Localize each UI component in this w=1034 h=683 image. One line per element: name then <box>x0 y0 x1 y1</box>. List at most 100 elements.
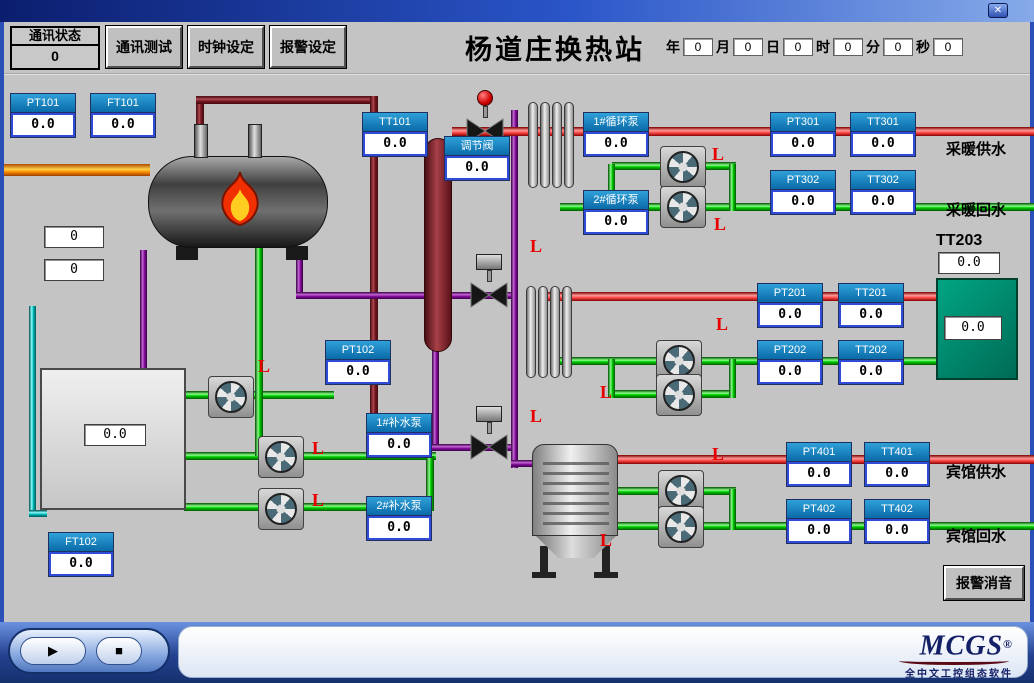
indicator-pt202: PT202 0.0 <box>757 340 823 385</box>
fan-icon <box>667 191 699 223</box>
fan-icon <box>265 493 297 525</box>
toolbar-separator <box>4 73 1030 75</box>
pipe-to-manifold <box>296 292 426 299</box>
mcgs-logo: MCGS® 全中文工控组态软件 <box>899 629 1013 680</box>
pump-makeup-2 <box>258 488 304 530</box>
heat-exchanger-2 <box>526 286 572 378</box>
registered-mark: ® <box>1003 637 1013 651</box>
indicator-makeup-pump-1: 1#补水泵 0.0 <box>366 413 432 458</box>
heating-supply-label: 采暖供水 <box>946 141 1007 158</box>
minute-label: 分 <box>866 39 880 55</box>
comm-test-button[interactable]: 通讯测试 <box>105 25 183 69</box>
second-label: 秒 <box>916 39 930 55</box>
pipe-fuel-feed <box>4 164 150 176</box>
flame-icon <box>221 171 259 227</box>
indicator-label: PT202 <box>758 341 822 360</box>
indicator-label: TT301 <box>851 113 915 132</box>
alarm-marker: L <box>258 356 271 376</box>
valve-icon <box>470 282 508 308</box>
indicator-value: 0.0 <box>367 433 431 457</box>
indicator-tt302: TT302 0.0 <box>850 170 916 215</box>
indicator-label: 2#循环泵 <box>584 191 648 210</box>
pipe-branch-conn <box>608 164 615 211</box>
close-button[interactable]: ✕ <box>988 3 1008 18</box>
pump-circulation-1 <box>660 146 706 188</box>
pipe-riser-to-vessel <box>511 460 541 467</box>
window-frame-right <box>1030 22 1034 622</box>
pipe-softwater-to-tank <box>29 510 47 517</box>
hour-value: 0 <box>833 38 863 56</box>
pipe-manifold-down <box>432 350 439 450</box>
indicator-label: FT101 <box>91 94 155 113</box>
indicator-tt201: TT201 0.0 <box>838 283 904 328</box>
clock-setting-button[interactable]: 时钟设定 <box>187 25 265 69</box>
alarm-mute-button[interactable]: 报警消音 <box>943 565 1025 601</box>
fan-icon <box>665 511 697 543</box>
indicator-tt401: TT401 0.0 <box>864 442 930 487</box>
indicator-label: TT201 <box>839 284 903 303</box>
vessel-leg <box>540 546 548 576</box>
day-label: 日 <box>766 39 780 55</box>
indicator-value: 0.0 <box>758 360 822 384</box>
brand-swoosh <box>899 657 1009 665</box>
valve-actuator-icon <box>477 90 493 106</box>
indicator-tt402: TT402 0.0 <box>864 499 930 544</box>
indicator-value: 0.0 <box>851 132 915 156</box>
fan-icon <box>667 151 699 183</box>
play-button[interactable]: ▶ <box>20 637 86 665</box>
alarm-marker: L <box>312 438 325 458</box>
pump-hotel-2 <box>658 506 704 548</box>
pump-circulation-2 <box>660 186 706 228</box>
minute-value: 0 <box>883 38 913 56</box>
indicator-value: 0.0 <box>445 156 509 180</box>
indicator-value: 0.0 <box>839 360 903 384</box>
coil-icon <box>543 455 609 529</box>
right-tank-value: 0.0 <box>944 316 1002 340</box>
pipe-primary-riser <box>370 96 378 456</box>
vessel-leg <box>602 546 610 576</box>
valve-stem <box>486 422 492 434</box>
alarm-marker: L <box>530 236 543 256</box>
pipe-tank-out-3 <box>184 503 434 511</box>
pipe-primary-top <box>196 96 378 104</box>
indicator-label: PT101 <box>11 94 75 113</box>
indicator-value: 0.0 <box>771 190 835 214</box>
indicator-circ-pump-2: 2#循环泵 0.0 <box>583 190 649 235</box>
alarm-setting-button[interactable]: 报警设定 <box>269 25 347 69</box>
indicator-ft102: FT102 0.0 <box>48 532 114 577</box>
stop-button[interactable]: ■ <box>96 637 142 665</box>
indicator-pt401: PT401 0.0 <box>786 442 852 487</box>
brand-text: MCGS <box>919 630 1004 662</box>
alarm-marker: L <box>600 382 613 402</box>
indicator-value: 0.0 <box>839 303 903 327</box>
comm-status-value: 0 <box>10 46 100 70</box>
alarm-marker: L <box>714 214 727 234</box>
boiler-leg <box>286 246 308 260</box>
vessel-cone <box>536 536 616 558</box>
second-value: 0 <box>933 38 963 56</box>
indicator-value: 0.0 <box>584 132 648 156</box>
indicator-pt102: PT102 0.0 <box>325 340 391 385</box>
titlebar: ✕ <box>0 0 1034 22</box>
alarm-marker: L <box>712 444 725 464</box>
indicator-label: 调节阀 <box>445 137 509 156</box>
indicator-value: 0.0 <box>865 462 929 486</box>
year-value: 0 <box>683 38 713 56</box>
month-label: 月 <box>716 39 730 55</box>
valve-actuator-icon <box>476 254 502 270</box>
boiler-value-a: 0 <box>44 226 104 248</box>
comm-status-panel: 通讯状态 0 <box>10 26 100 70</box>
vessel-foot <box>532 572 556 578</box>
zone-valve-1 <box>470 254 508 313</box>
indicator-label: TT402 <box>865 500 929 519</box>
indicator-label: TT101 <box>363 113 427 132</box>
pipe-branch-conn <box>729 359 736 398</box>
hotel-return-label: 宾馆回水 <box>946 528 1007 545</box>
pipe-softwater-down <box>29 306 36 516</box>
year-label: 年 <box>666 39 680 55</box>
indicator-tt202: TT202 0.0 <box>838 340 904 385</box>
indicator-pt402: PT402 0.0 <box>786 499 852 544</box>
indicator-label: 1#补水泵 <box>367 414 431 433</box>
pipe-boiler-stack-riser <box>196 104 204 128</box>
indicator-value: 0.0 <box>11 113 75 137</box>
